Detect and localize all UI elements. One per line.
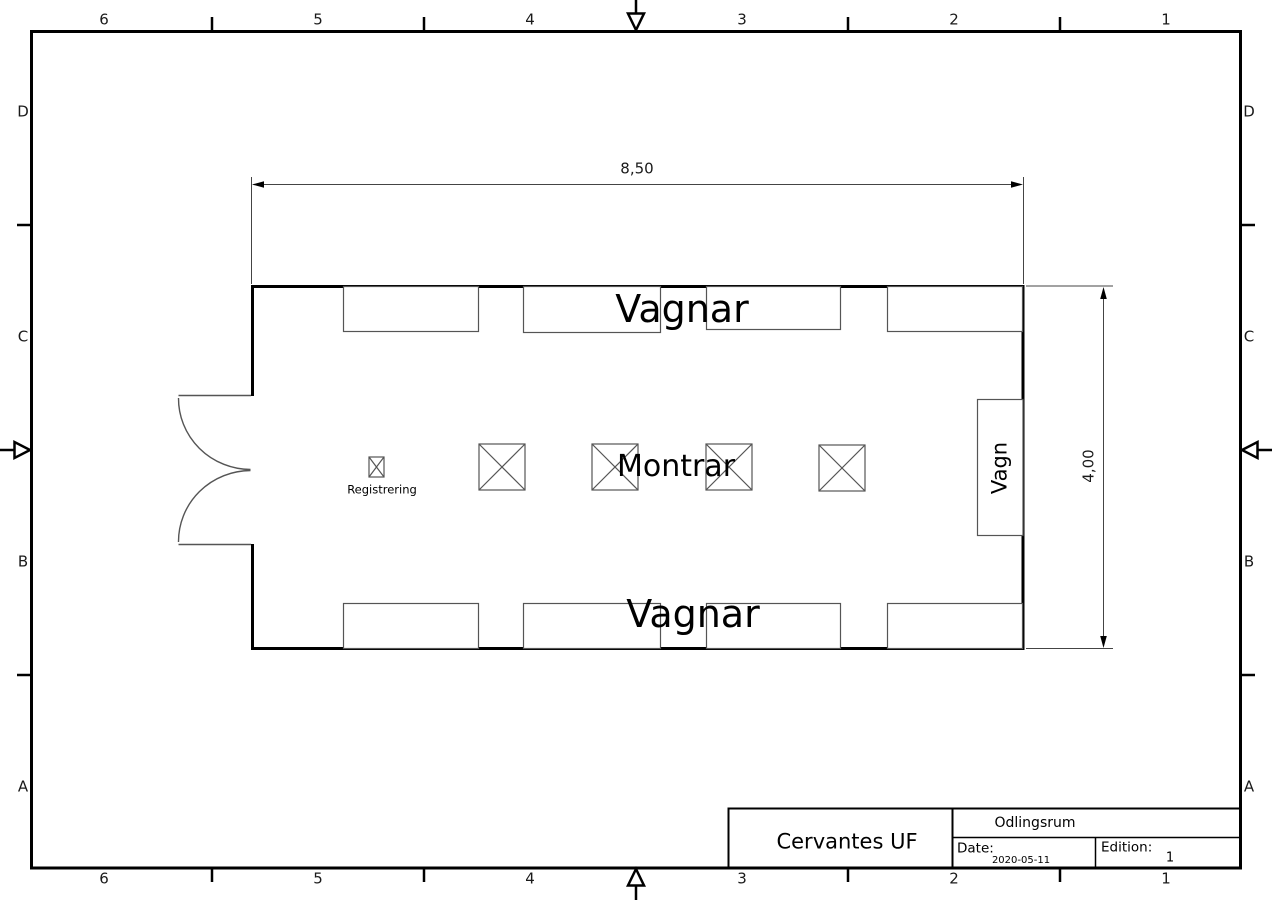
title-block-edition-value: 1 bbox=[1165, 850, 1175, 866]
center-arrow-bottom-icon bbox=[626, 866, 646, 887]
vagnar-area-rect bbox=[705, 602, 842, 650]
frame-col-label: 5 bbox=[313, 869, 323, 888]
vagnar-area-rect bbox=[342, 285, 480, 333]
title-block-edition-label: Edition: bbox=[1101, 839, 1153, 856]
vagnar-areas bbox=[342, 285, 1024, 650]
vagn-label: Vagn bbox=[987, 441, 1012, 495]
frame-ticks bbox=[17, 17, 1255, 882]
center-arrow-right-icon bbox=[1239, 439, 1259, 461]
monter-box bbox=[478, 443, 526, 491]
frame-row-label: D bbox=[1243, 102, 1255, 121]
frame-col-label: 3 bbox=[737, 10, 747, 29]
registrering-box bbox=[368, 456, 385, 478]
registrering-label: Registrering bbox=[347, 482, 417, 497]
frame-col-label: 4 bbox=[525, 869, 535, 888]
dimension-lines bbox=[251, 177, 1113, 649]
frame-col-label: 6 bbox=[99, 10, 109, 29]
frame-row-label: C bbox=[1243, 327, 1255, 346]
center-arrow-left-icon bbox=[13, 439, 33, 461]
vagnar-top-label: Vagnar bbox=[615, 287, 749, 331]
monter-box bbox=[705, 443, 753, 491]
frame-row-label: B bbox=[17, 552, 29, 571]
vagnar-area-rect bbox=[342, 602, 480, 650]
frame-col-label: 2 bbox=[949, 869, 959, 888]
frame-col-label: 1 bbox=[1161, 869, 1171, 888]
dim-arrow-down-icon bbox=[1100, 636, 1107, 648]
frame-col-label: 6 bbox=[99, 869, 109, 888]
center-arrow-top-icon bbox=[626, 12, 646, 33]
door-arc-bottom bbox=[177, 469, 251, 543]
monter-box bbox=[818, 444, 866, 492]
frame-row-label: A bbox=[1243, 777, 1255, 796]
monter-boxes bbox=[368, 443, 866, 492]
frame-col-label: 5 bbox=[313, 10, 323, 29]
title-block-company: Cervantes UF bbox=[776, 829, 918, 854]
dimension-arrowheads bbox=[252, 181, 1107, 648]
vagnar-area-rect bbox=[522, 602, 662, 650]
vagnar-area-rect bbox=[522, 285, 662, 334]
frame-col-label: 1 bbox=[1161, 10, 1171, 29]
frame-row-label: B bbox=[1243, 552, 1255, 571]
dim-arrow-left-icon bbox=[252, 181, 264, 188]
title-block-date-label: Date: bbox=[957, 840, 994, 857]
title-block-drawing-title: Odlingsrum bbox=[994, 815, 1076, 831]
frame-row-label: D bbox=[17, 102, 29, 121]
vagnar-area-rect bbox=[705, 285, 842, 331]
dim-arrow-right-icon bbox=[1011, 181, 1023, 188]
title-block-grid bbox=[727, 807, 1242, 869]
dimension-width-value: 8,50 bbox=[620, 159, 654, 178]
frame-col-label: 4 bbox=[525, 10, 535, 29]
vagnar-bottom-label: Vagnar bbox=[626, 592, 760, 636]
door-swing bbox=[177, 394, 251, 546]
vagn-rect bbox=[976, 398, 1024, 537]
monter-box bbox=[591, 443, 639, 491]
dimension-height-value: 4,00 bbox=[1079, 449, 1098, 483]
title-block-date-value: 2020-05-11 bbox=[991, 855, 1051, 866]
frame-row-label: C bbox=[17, 327, 29, 346]
dim-arrow-up-icon bbox=[1100, 287, 1107, 299]
frame-row-label: A bbox=[17, 777, 29, 796]
vagnar-area-rect bbox=[886, 602, 1024, 650]
vagnar-area-rect bbox=[886, 285, 1024, 333]
montrar-label: Montrar bbox=[616, 449, 736, 484]
door-arc-top bbox=[177, 397, 251, 471]
frame-col-label: 2 bbox=[949, 10, 959, 29]
frame-col-label: 3 bbox=[737, 869, 747, 888]
